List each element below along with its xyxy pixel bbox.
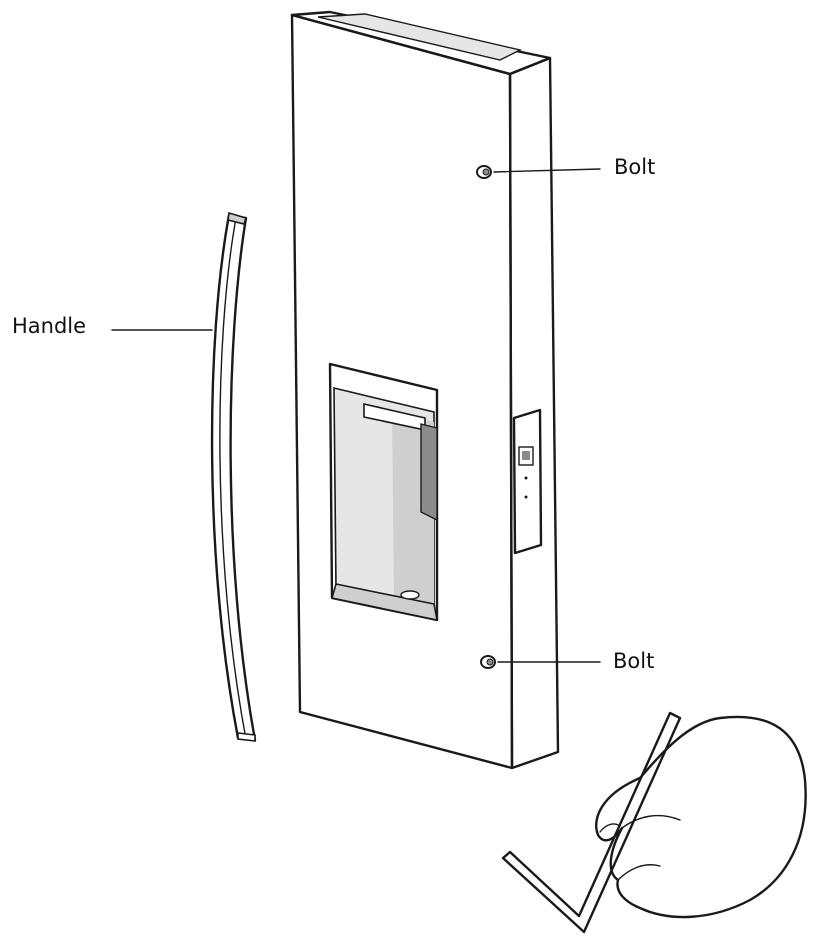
bolt-bottom-core xyxy=(487,659,493,665)
hand-outline xyxy=(596,717,805,917)
handle-top-cap xyxy=(228,213,246,224)
control-panel xyxy=(514,410,541,553)
allen-key xyxy=(503,713,680,932)
hand-finger-crease-2 xyxy=(618,865,660,880)
control-panel-indicator-1 xyxy=(525,477,528,480)
handle-bottom-cap xyxy=(238,733,255,741)
door-handle xyxy=(212,213,255,741)
control-panel-indicator-2 xyxy=(525,496,528,499)
door-top-recess xyxy=(318,14,520,60)
dispenser-paddle xyxy=(421,424,437,520)
label-handle: Handle xyxy=(12,316,86,337)
bolt-bottom xyxy=(481,656,495,668)
control-panel-display-inner xyxy=(522,451,530,460)
allen-key-body xyxy=(503,713,680,932)
bolt-top xyxy=(477,166,491,178)
hand xyxy=(596,717,805,917)
control-panel-frame xyxy=(514,410,541,553)
refrigerator-door xyxy=(292,12,558,768)
label-bolt-bottom: Bolt xyxy=(613,651,654,672)
drip-tray-drain xyxy=(401,591,419,599)
door-top-face xyxy=(292,12,550,74)
water-dispenser xyxy=(330,364,437,620)
bolt-top-core xyxy=(483,169,489,175)
label-bolt-top: Bolt xyxy=(614,157,655,178)
door-front-face xyxy=(292,15,512,768)
